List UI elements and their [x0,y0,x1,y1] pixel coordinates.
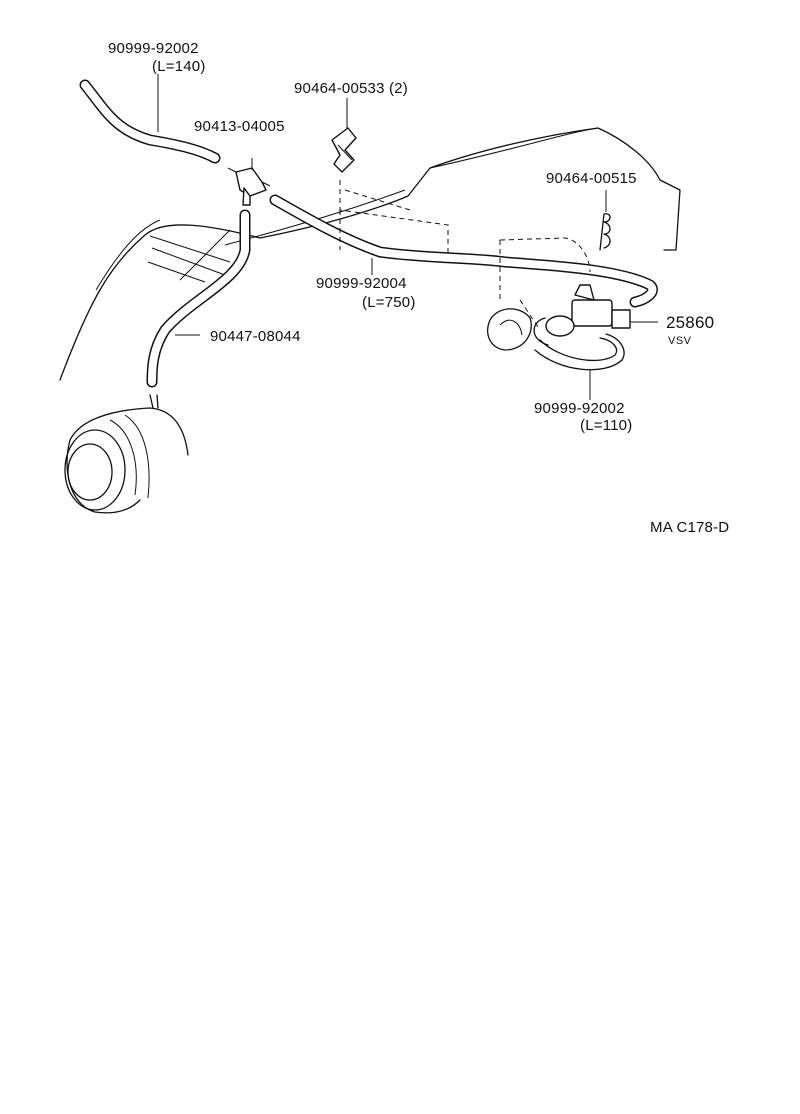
vsv-name-label: VSV [668,335,692,347]
hose-top-140 [79,79,221,164]
vsv-part-label: 25860 [666,313,715,332]
clamp-right-00515 [599,213,611,251]
hose-vsv-part-label: 90999-92002 [534,400,625,417]
hose-long-part-label: 90999-92004 [316,275,407,292]
hose-down-part-label: 90447-08044 [210,328,301,345]
drawing-code-label: MA C178-D [650,519,730,536]
hose-vsv-length-label: (L=110) [580,417,633,434]
clamp-top-part-label: 90464-00533 (2) [294,80,408,97]
hose-top-length-label: (L=140) [152,58,206,75]
vsv-assembly [487,284,631,351]
guide-lines [339,180,591,331]
engine-outline [59,127,681,381]
union-tee [227,167,271,206]
hose-down-08044 [146,209,251,388]
clamp-right-part-label: 90464-00515 [546,170,637,187]
air-duct [64,394,189,514]
union-part-label: 90413-04005 [194,118,285,135]
hose-top-part-label: 90999-92002 [108,40,199,57]
leader-lines [157,74,658,400]
hose-long-length-label: (L=750) [362,294,416,311]
hose-vsv-110 [534,333,625,371]
hose-long-750 [269,194,658,308]
clamp-top-00533 [331,127,357,173]
